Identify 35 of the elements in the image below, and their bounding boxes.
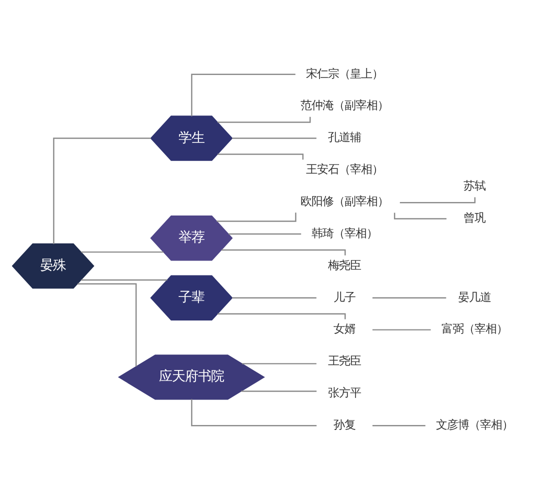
node-text: 孔道辅 (328, 130, 362, 144)
connector (78, 283, 137, 366)
connector (191, 74, 296, 116)
node-text: 曾巩 (463, 210, 486, 224)
connector (218, 116, 311, 123)
connector (81, 251, 164, 253)
connector (81, 279, 168, 281)
node-text: 富弼（宰相） (441, 322, 508, 336)
node-text: 宋仁宗（皇上） (306, 66, 384, 80)
node-text: 王安石（宰相） (306, 162, 384, 176)
connector (372, 297, 446, 298)
connector (228, 233, 302, 235)
connector (232, 297, 316, 298)
connector (394, 212, 446, 220)
node-text: 欧阳修（副宰相） (300, 194, 389, 208)
connector (372, 329, 431, 330)
node-text: 儿子 (334, 290, 356, 304)
node-text: 范仲淹（副宰相） (300, 98, 389, 112)
connector (53, 138, 151, 244)
connector (232, 138, 316, 139)
node-text: 孙复 (334, 417, 356, 432)
node-text: 梅尧臣 (328, 258, 362, 272)
node-text: 晏几道 (458, 290, 491, 304)
node-text: 苏轼 (463, 178, 486, 193)
node-text: 张方平 (328, 386, 362, 400)
connector (372, 424, 426, 426)
connector (216, 212, 296, 222)
node-text: 韩琦（宰相） (312, 226, 378, 240)
connector (242, 363, 316, 364)
node-text: 文彦博（宰相） (436, 417, 513, 432)
connector (241, 390, 317, 392)
connector (218, 154, 304, 160)
node-text: 女婿 (334, 322, 356, 336)
connector (191, 399, 317, 426)
node-text: 王尧臣 (328, 354, 362, 368)
